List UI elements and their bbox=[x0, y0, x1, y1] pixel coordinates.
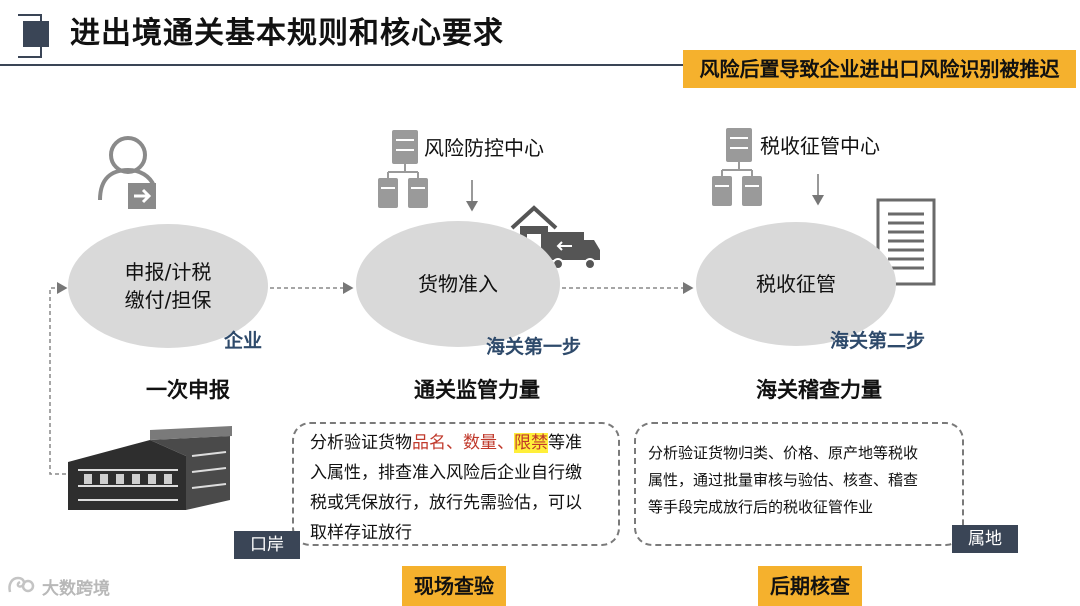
node-declaration: 申报/计税 缴付/担保 bbox=[68, 224, 268, 348]
box1-item-name: 品名 bbox=[412, 433, 446, 453]
risk-control-center-label: 风险防控中心 bbox=[424, 136, 544, 160]
node-goods-admission-label: 货物准入 bbox=[418, 272, 498, 296]
box2-line2: 属性，通过批量审核与验估、核查、稽查 bbox=[648, 471, 919, 489]
section-single-declaration: 一次申报 bbox=[146, 378, 230, 402]
box1-line1: 分析验证货物品名、数量、限禁等准 bbox=[310, 428, 582, 458]
box2-line3: 等手段完成放行后的税收征管作业 bbox=[648, 498, 874, 516]
user-export-icon bbox=[98, 136, 156, 201]
onsite-inspection-tag: 现场查验 bbox=[402, 566, 506, 606]
box1-sep1: 、 bbox=[446, 433, 463, 453]
customs-step-two-label: 海关第二步 bbox=[830, 330, 926, 352]
node-tax-collection: 税收征管 bbox=[696, 222, 896, 346]
node-declaration-line2: 缴付/担保 bbox=[124, 288, 212, 312]
node-goods-admission: 货物准入 bbox=[356, 221, 560, 347]
arrow-building-to-node1 bbox=[49, 282, 68, 475]
building-icon bbox=[68, 426, 232, 510]
risk-banner: 风险后置导致企业进出口风险识别被推迟 bbox=[683, 50, 1076, 88]
port-tag: 口岸 bbox=[234, 531, 300, 559]
post-audit-tag: 后期核查 bbox=[758, 566, 862, 606]
onsite-inspection-box: 分析验证货物品名、数量、限禁等准 入属性，排查准入风险后企业自行缴 税或凭保放行… bbox=[292, 422, 620, 546]
box1-line4: 取样存证放行 bbox=[310, 523, 412, 543]
box1-line2: 入属性，排查准入风险后企业自行缴 bbox=[310, 463, 582, 483]
territory-tag: 属地 bbox=[952, 525, 1018, 553]
section-clearance-supervision: 通关监管力量 bbox=[414, 378, 540, 402]
post-audit-box: 分析验证货物归类、价格、原产地等税收 属性，通过批量审核与验估、核查、稽查 等手… bbox=[634, 422, 964, 546]
box2-line1: 分析验证货物归类、价格、原产地等税收 bbox=[648, 444, 919, 462]
box1-line3: 税或凭保放行，放行先需验估，可以 bbox=[310, 493, 582, 513]
page-title: 进出境通关基本规则和核心要求 bbox=[70, 16, 504, 51]
watermark-text: 大数跨境 bbox=[42, 579, 110, 599]
box1-item-quantity: 数量 bbox=[463, 433, 497, 453]
box1-item-restricted: 限禁 bbox=[514, 433, 548, 453]
box1-line1-rest: 等准 bbox=[548, 433, 582, 453]
server-network-icon bbox=[378, 130, 428, 208]
node-tax-collection-label: 税收征管 bbox=[756, 272, 836, 296]
section-audit-force: 海关稽查力量 bbox=[756, 378, 882, 402]
tax-collection-center-label: 税收征管中心 bbox=[760, 134, 880, 158]
node-declaration-line1: 申报/计税 bbox=[124, 260, 212, 284]
box1-sep2: 、 bbox=[497, 433, 514, 453]
box1-prefix: 分析验证货物 bbox=[310, 433, 412, 453]
server-network-icon-2 bbox=[712, 128, 762, 206]
customs-step-one-label: 海关第一步 bbox=[486, 336, 582, 358]
title-underline bbox=[0, 64, 690, 66]
title-decoration-square bbox=[23, 21, 49, 47]
watermark-logo-icon bbox=[6, 574, 36, 596]
owner-enterprise-label: 企业 bbox=[224, 330, 263, 352]
